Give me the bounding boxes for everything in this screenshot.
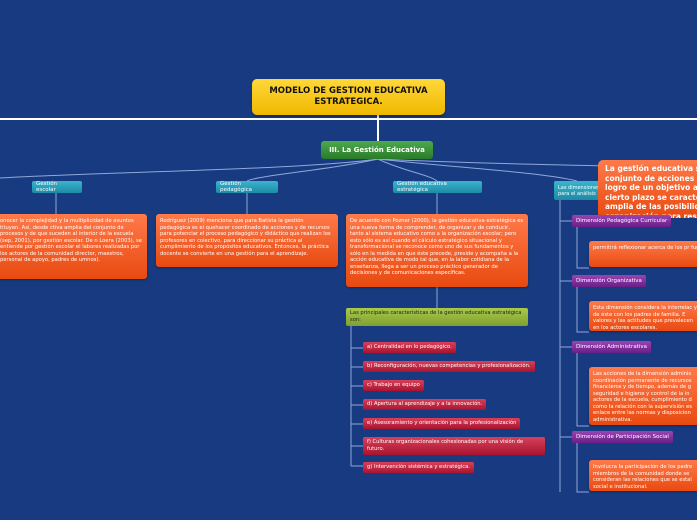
characteristic-item[interactable]: g) Intervención sistémica y estratégica. (363, 462, 474, 473)
text-gestion-estrategica[interactable]: De acuerdo con Pozner (2000), la gestión… (346, 214, 528, 287)
node-gestion-estrategica[interactable]: Gestión educativa estratégica (393, 181, 482, 193)
root-node[interactable]: III. La Gestión Educativa (321, 141, 433, 159)
node-gestion-escolar[interactable]: Gestión escolar (32, 181, 82, 193)
text-gestion-escolar[interactable]: onocer la complejidad y la multiplicidad… (0, 214, 147, 279)
dimension-pedagogica-text[interactable]: permitirá reflexionar acerca de los pr f… (589, 241, 697, 267)
map-title[interactable]: MODELO DE GESTION EDUCATIVA ESTRATEGICA. (252, 79, 445, 115)
characteristics-node[interactable]: Las principales características de la ge… (346, 308, 528, 326)
dimension-participacion-text[interactable]: Involucra la participación de los padre … (589, 460, 697, 491)
characteristic-item[interactable]: f) Culturas organizacionales cohesionada… (363, 437, 545, 455)
dimension-pedagogica[interactable]: Dimensión Pedagógica Curricular (572, 215, 672, 227)
dimension-administrativa-text[interactable]: Las acciones de la dimensión adminis coo… (589, 367, 697, 425)
dimension-organizativa-text[interactable]: Esta dimensión considera la interrelac y… (589, 301, 697, 331)
characteristic-item[interactable]: a) Centralidad en lo pedagógico. (363, 342, 456, 353)
characteristic-item[interactable]: e) Asesoramiento y orientación para la p… (363, 418, 521, 429)
dimension-participacion-social[interactable]: Dimensión de Participación Social (572, 431, 673, 443)
callout-gestion-educativa[interactable]: La gestión educativa se conjunto de acci… (598, 160, 697, 218)
node-dimensiones[interactable]: Las dimensiones para el análisis (554, 181, 604, 200)
node-gestion-pedagogica[interactable]: Gestión pedagógica (216, 181, 278, 193)
text-gestion-pedagogica[interactable]: Rodríguez (2009) menciona que para Batis… (156, 214, 338, 267)
characteristic-item[interactable]: d) Apertura al aprendizaje y a la innova… (363, 399, 487, 410)
characteristic-item[interactable]: b) Reconfiguración, nuevas competencias … (363, 361, 535, 372)
characteristic-item[interactable]: c) Trabajo en equipo (363, 380, 424, 391)
dimension-administrativa[interactable]: Dimensión Administrativa (572, 341, 652, 353)
dimension-organizativa[interactable]: Dimensión Organizativa (572, 275, 646, 287)
